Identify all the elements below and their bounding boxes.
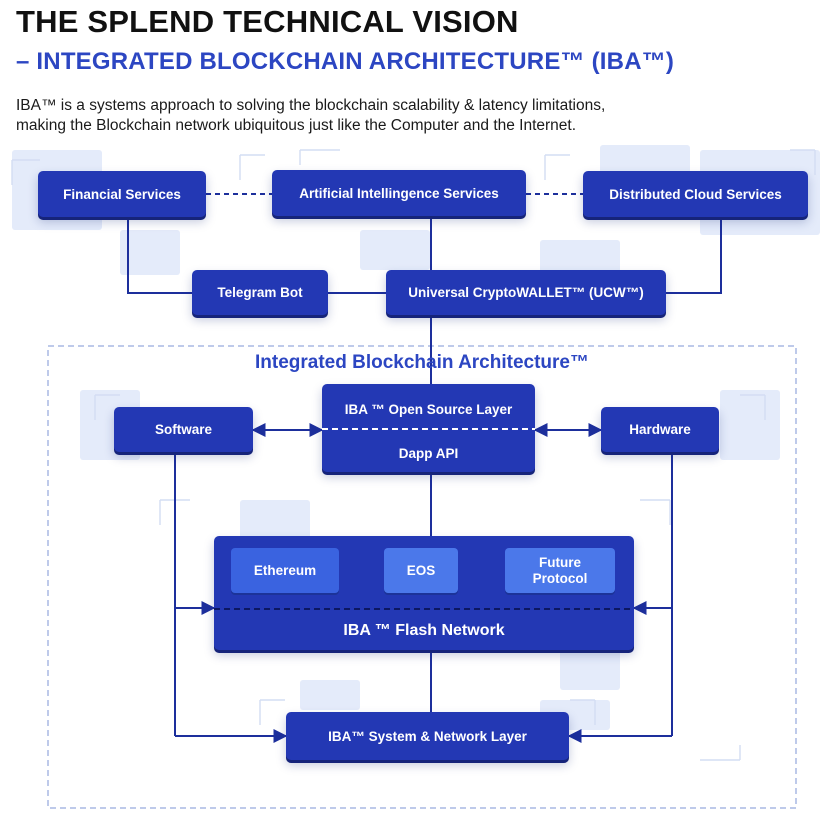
software-node: Software <box>114 407 253 452</box>
eos-node: EOS <box>384 548 458 593</box>
telegram-bot-node: Telegram Bot <box>192 270 328 315</box>
flash-network-label: IBA ™ Flash Network <box>343 622 505 639</box>
software-label: Software <box>154 422 212 437</box>
system-network-layer-label: IBA™ System & Network Layer <box>328 728 527 744</box>
dapp-api-label: Dapp API <box>398 446 459 461</box>
intro-line-2: making the Blockchain network ubiquitous… <box>16 117 577 134</box>
open-source-divider <box>322 428 535 430</box>
eos-label: EOS <box>406 563 436 578</box>
flash-network-node: Ethereum EOS Future Protocol IBA ™ Flash… <box>214 536 634 650</box>
connectors <box>127 193 722 743</box>
intro-line-1: IBA™ is a systems approach to solving th… <box>16 97 606 114</box>
intro-text: IBA™ is a systems approach to solving th… <box>16 96 716 136</box>
financial-services-label: Financial Services <box>63 186 181 202</box>
flash-network-divider <box>214 608 634 610</box>
ucw-label: Universal CryptoWALLET™ (UCW™) <box>408 285 644 300</box>
financial-services-node: Financial Services <box>38 171 206 217</box>
future-protocol-label: Future Protocol <box>532 554 588 586</box>
background-lines <box>11 149 816 761</box>
distributed-cloud-node: Distributed Cloud Services <box>583 171 808 217</box>
iba-frame <box>47 345 797 809</box>
hardware-label: Hardware <box>629 422 691 437</box>
ai-services-label: Artificial Intellingence Services <box>299 185 499 201</box>
ethereum-label: Ethereum <box>253 563 317 578</box>
iba-section-title: Integrated Blockchain Architecture™ <box>255 352 589 373</box>
page-title: THE SPLEND TECHNICAL VISION <box>16 4 519 39</box>
open-source-layer-label: IBA ™ Open Source Layer <box>344 402 513 417</box>
ai-services-node: Artificial Intellingence Services <box>272 170 526 216</box>
system-network-layer-node: IBA™ System & Network Layer <box>286 712 569 760</box>
ucw-node: Universal CryptoWALLET™ (UCW™) <box>386 270 666 315</box>
hardware-node: Hardware <box>601 407 719 452</box>
ethereum-node: Ethereum <box>231 548 339 593</box>
page-subtitle: – INTEGRATED BLOCKCHAIN ARCHITECTURE™ (I… <box>16 48 675 75</box>
future-protocol-node: Future Protocol <box>505 548 615 593</box>
open-source-layer-node: IBA ™ Open Source Layer Dapp API <box>322 384 535 472</box>
distributed-cloud-label: Distributed Cloud Services <box>609 186 782 202</box>
telegram-bot-label: Telegram Bot <box>217 285 303 300</box>
